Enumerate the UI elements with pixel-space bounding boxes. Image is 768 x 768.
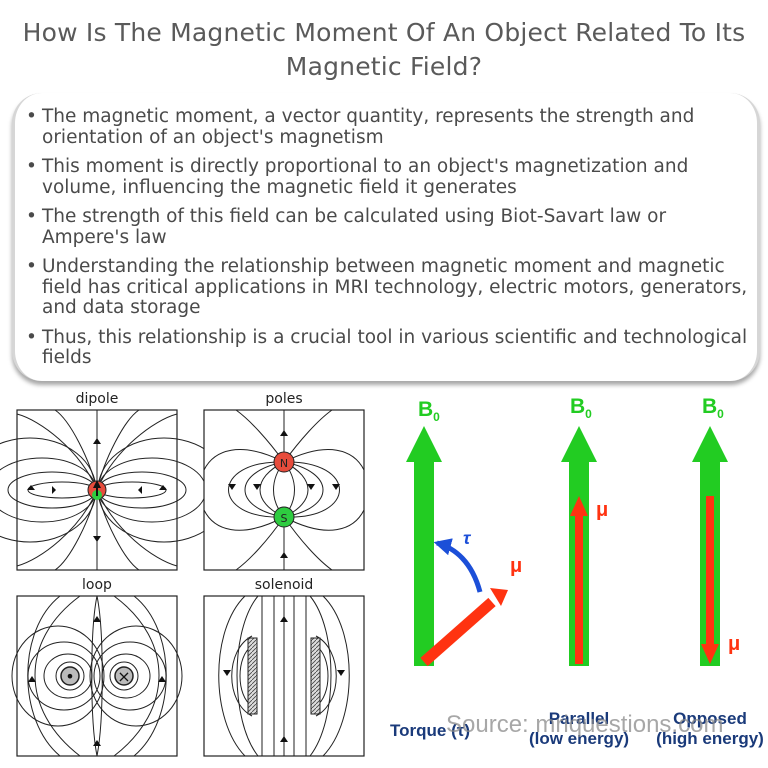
opposed-caption-line2: (high energy)	[656, 729, 764, 748]
torque-rotation-arrow	[433, 538, 483, 593]
page-title: How Is The Magnetic Moment Of An Object …	[22, 18, 746, 81]
south-pole	[273, 506, 295, 528]
b0-label-opposed: B0	[702, 395, 724, 421]
b0-arrow-torque-shaft	[414, 460, 434, 666]
current-out-marker	[60, 666, 80, 686]
mu-label-torque: μ	[510, 555, 522, 577]
parallel-caption-line1: Parallel	[549, 709, 610, 728]
solenoid-label: solenoid	[255, 577, 314, 593]
solenoid-coil-right	[310, 637, 321, 715]
bullet-item: Understanding the relationship between m…	[26, 256, 756, 319]
solenoid-panel: solenoid	[203, 577, 365, 757]
mu-arrow-torque-shaft	[420, 597, 496, 667]
mu-label-parallel: μ	[596, 499, 608, 521]
mu-arrow-parallel-shaft	[575, 514, 583, 664]
south-pole-label: S	[281, 512, 288, 525]
mu-arrow-torque-head	[490, 588, 508, 606]
bullet-list: The magnetic moment, a vector quantity, …	[26, 106, 756, 378]
mu-arrow-opposed-head	[701, 644, 719, 664]
mu-arrow-opposed-shaft	[706, 496, 714, 646]
poles-panel: poles N S	[203, 391, 365, 571]
b0-label-torque: B0	[418, 398, 440, 424]
b0-arrow-torque-head	[406, 426, 442, 462]
mu-label-opposed: μ	[728, 633, 740, 655]
tau-label: τ	[463, 528, 472, 548]
parallel-caption-line2: (low energy)	[529, 729, 629, 748]
mu-arrow-parallel-head	[570, 496, 588, 516]
solenoid-coil-left	[247, 637, 258, 715]
solenoid-arrows	[223, 616, 345, 742]
opposed-diagram: B0 μ	[692, 395, 740, 666]
current-out-symbol: •	[65, 667, 74, 686]
loop-panel: loop • ×	[11, 577, 183, 757]
poles-label: poles	[265, 391, 302, 407]
dipole-panel: dipole	[0, 391, 231, 571]
loop-arrows	[28, 616, 166, 746]
dipole-arrows	[27, 438, 167, 542]
b0-label-parallel: B0	[570, 395, 592, 421]
poles-arrows	[228, 430, 340, 558]
bullet-item: This moment is directly proportional to …	[26, 156, 756, 198]
b0-arrow-parallel-head	[561, 426, 597, 462]
opposed-caption-line1: Opposed	[673, 709, 747, 728]
parallel-diagram: B0 μ	[561, 395, 608, 666]
magnetic-field-figure: dipole poles	[0, 391, 764, 757]
bullet-item: The strength of this field can be calcul…	[26, 206, 756, 248]
torque-diagram: B0 μ τ	[406, 398, 522, 667]
bullet-item: The magnetic moment, a vector quantity, …	[26, 106, 756, 148]
bullet-item: Thus, this relationship is a crucial too…	[26, 327, 756, 369]
north-pole	[273, 451, 295, 473]
torque-caption: Torque (τ)	[390, 721, 470, 740]
b0-arrow-opposed-head	[692, 426, 728, 462]
north-pole-label: N	[280, 457, 288, 470]
loop-label: loop	[82, 577, 112, 593]
current-in-marker	[114, 666, 134, 686]
loop-field-lines	[11, 595, 183, 757]
source-watermark: Source: mriquestions.com	[446, 711, 723, 738]
current-in-symbol: ×	[117, 667, 130, 686]
dipole-label: dipole	[76, 391, 119, 407]
